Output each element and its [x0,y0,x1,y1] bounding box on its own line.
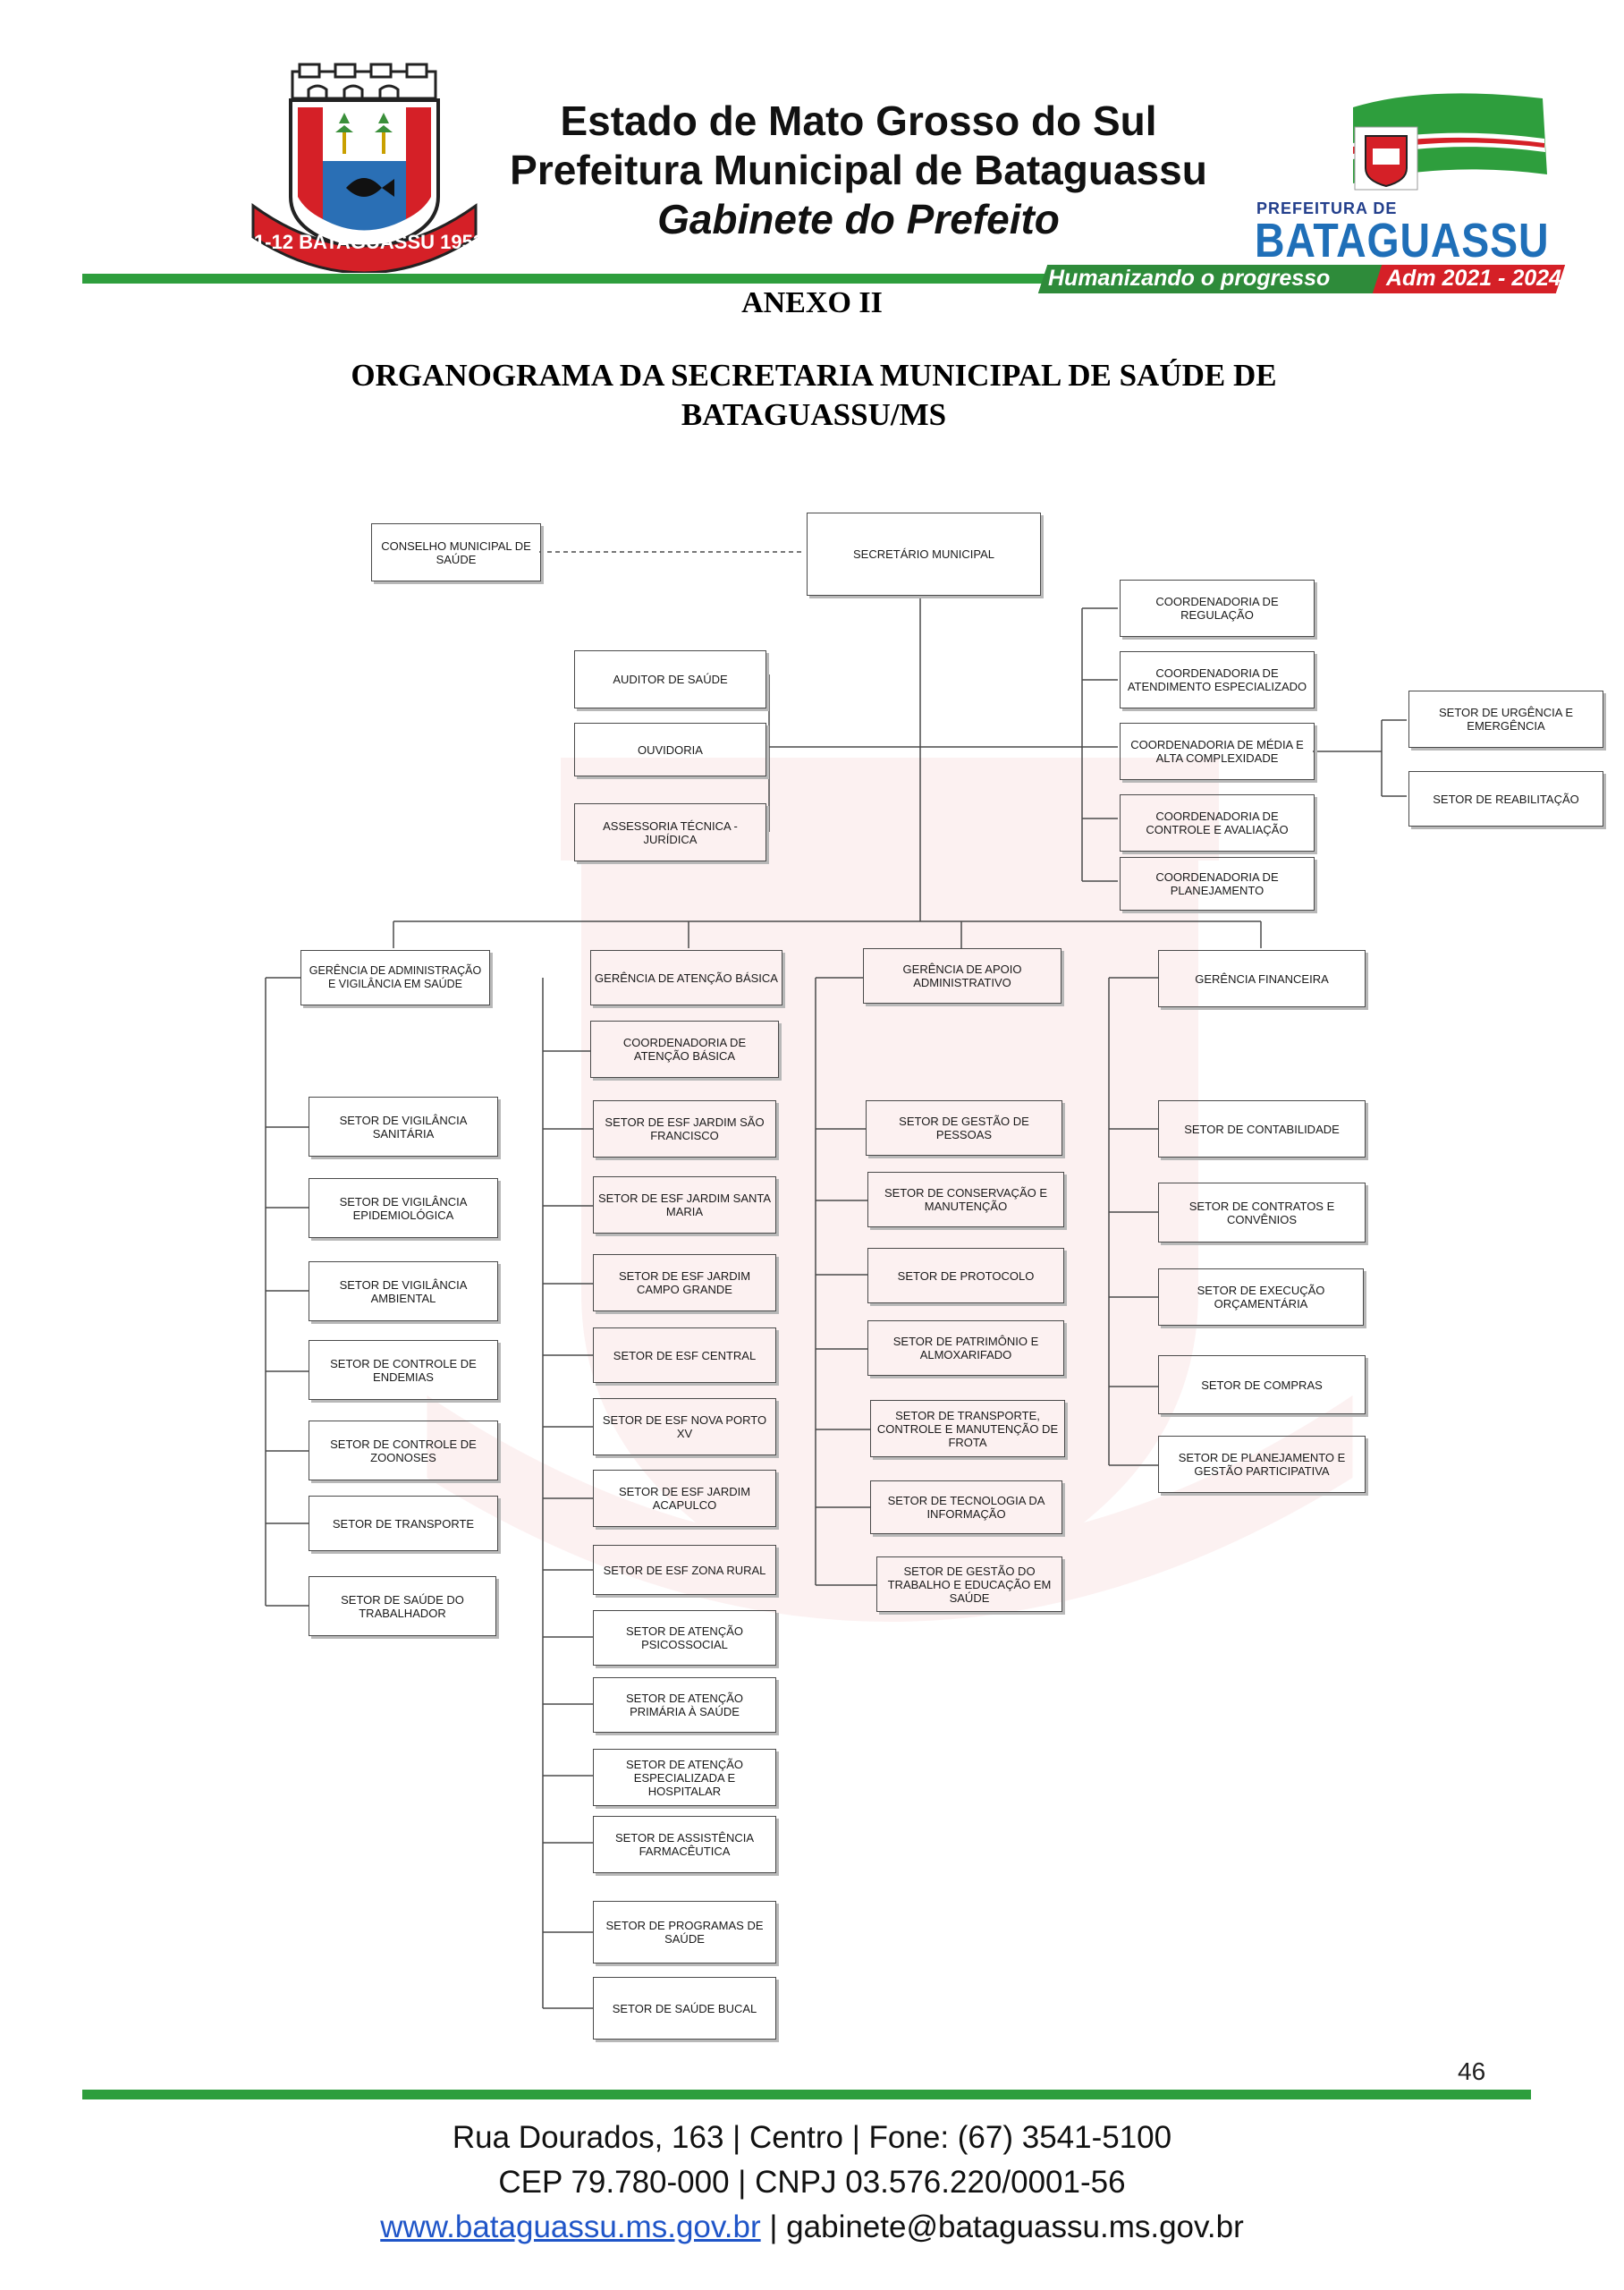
node-setor-zoonoses: SETOR DE CONTROLE DE ZOONOSES [309,1421,498,1480]
header-divider [82,274,1053,284]
slogan-text: Humanizando o progresso [1048,266,1331,291]
node-esf-zona-rural: SETOR DE ESF ZONA RURAL [593,1545,776,1595]
node-setor-transporte: SETOR DE TRANSPORTE [309,1496,498,1551]
node-assistencia-farmaceutica: SETOR DE ASSISTÊNCIA FARMACÊUTICA [593,1816,776,1873]
footer-cep-cnpj: CEP 79.780-000 | CNPJ 03.576.220/0001-56 [498,2165,1126,2200]
node-ouvidoria: OUVIDORIA [574,723,766,776]
node-setor-vig-sanitaria: SETOR DE VIGILÂNCIA SANITÁRIA [309,1097,498,1157]
node-gerencia-administracao: GERÊNCIA DE ADMINISTRAÇÃO E VIGILÂNCIA E… [300,950,490,1005]
node-gerencia-atencao-basica: GERÊNCIA DE ATENÇÃO BÁSICA [590,950,782,1005]
node-coord-regulacao: COORDENADORIA DE REGULAÇÃO [1120,580,1315,637]
node-secretario: SECRETÁRIO MUNICIPAL [807,513,1041,596]
node-atencao-primaria: SETOR DE ATENÇÃO PRIMÁRIA À SAÚDE [593,1677,776,1733]
node-gerencia-apoio: GERÊNCIA DE APOIO ADMINISTRATIVO [863,948,1062,1004]
node-esf-nova-porto-xv: SETOR DE ESF NOVA PORTO XV [593,1398,776,1455]
header-office: Gabinete do Prefeito [657,196,1060,242]
node-saude-bucal: SETOR DE SAÚDE BUCAL [593,1977,776,2040]
crest-ribbon-text: 11-12 BATAGUASSU 1953 [246,231,483,253]
title-line-1: ORGANOGRAMA DA SECRETARIA MUNICIPAL DE S… [351,358,1277,393]
website-link[interactable]: www.bataguassu.ms.gov.br [380,2209,761,2244]
node-esf-acapulco: SETOR DE ESF JARDIM ACAPULCO [593,1470,776,1527]
node-coord-atendimento: COORDENADORIA DE ATENDIMENTO ESPECIALIZA… [1120,651,1315,708]
node-contabilidade: SETOR DE CONTABILIDADE [1158,1100,1366,1158]
document-title: ORGANOGRAMA DA SECRETARIA MUNICIPAL DE S… [313,356,1315,435]
footer-contact: www.bataguassu.ms.gov.br | gabinete@bata… [0,2209,1624,2245]
footer-email: gabinete@bataguassu.ms.gov.br [786,2209,1244,2244]
footer-address: Rua Dourados, 163 | Centro | Fone: (67) … [452,2120,1172,2155]
node-setor-endemias: SETOR DE CONTROLE DE ENDEMIAS [309,1340,498,1400]
term-text: Adm 2021 - 2024 [1386,266,1561,291]
node-compras: SETOR DE COMPRAS [1158,1355,1366,1414]
node-setor-saude-trabalhador: SETOR DE SAÚDE DO TRABALHADOR [309,1576,496,1636]
logo-prefeitura-text: PREFEITURA DE [1256,199,1398,217]
bataguassu-flag-logo [1353,93,1547,191]
node-protocolo: SETOR DE PROTOCOLO [867,1248,1064,1303]
node-atencao-especializada: SETOR DE ATENÇÃO ESPECIALIZADA E HOSPITA… [593,1749,776,1806]
node-esf-sao-francisco: SETOR DE ESF JARDIM SÃO FRANCISCO [593,1100,776,1158]
node-coord-controle: COORDENADORIA DE CONTROLE E AVALIAÇÃO [1120,794,1315,852]
node-planejamento-gestao: SETOR DE PLANEJAMENTO E GESTÃO PARTICIPA… [1158,1436,1366,1493]
node-execucao-orcamentaria: SETOR DE EXECUÇÃO ORÇAMENTÁRIA [1158,1268,1364,1326]
node-gestao-trabalho-educacao: SETOR DE GESTÃO DO TRABALHO E EDUCAÇÃO E… [876,1556,1062,1612]
node-coord-planejamento: COORDENADORIA DE PLANEJAMENTO [1120,857,1315,911]
node-assessoria: ASSESSORIA TÉCNICA - JURÍDICA [574,803,766,861]
node-gerencia-financeira: GERÊNCIA FINANCEIRA [1158,950,1366,1007]
annex-label: ANEXO II [741,286,883,319]
header-prefecture: Prefeitura Municipal de Bataguassu [510,147,1207,193]
node-setor-urgencia: SETOR DE URGÊNCIA E EMERGÊNCIA [1408,691,1603,748]
node-setor-vig-epidemiologica: SETOR DE VIGILÂNCIA EPIDEMIOLÓGICA [309,1178,498,1238]
node-conselho: CONSELHO MUNICIPAL DE SAÚDE [371,523,541,581]
node-transporte-frota: SETOR DE TRANSPORTE, CONTROLE E MANUTENÇ… [870,1400,1065,1457]
node-conservacao-manutencao: SETOR DE CONSERVAÇÃO E MANUTENÇÃO [867,1172,1064,1227]
node-patrimonio-almoxarifado: SETOR DE PATRIMÔNIO E ALMOXARIFADO [867,1320,1064,1376]
node-setor-vig-ambiental: SETOR DE VIGILÂNCIA AMBIENTAL [309,1261,498,1321]
node-esf-central: SETOR DE ESF CENTRAL [593,1327,776,1383]
node-esf-santa-maria: SETOR DE ESF JARDIM SANTA MARIA [593,1176,776,1234]
node-esf-campo-grande: SETOR DE ESF JARDIM CAMPO GRANDE [593,1254,776,1311]
municipal-crest-logo: 11-12 BATAGUASSU 1953 [246,63,483,273]
footer-divider [82,2090,1531,2099]
node-auditor: AUDITOR DE SAÚDE [574,650,766,708]
watermark-crest [427,758,1353,1622]
node-coord-media-alta: COORDENADORIA DE MÉDIA E ALTA COMPLEXIDA… [1120,723,1315,780]
node-contratos-convenios: SETOR DE CONTRATOS E CONVÊNIOS [1158,1183,1366,1243]
node-tecnologia-informacao: SETOR DE TECNOLOGIA DA INFORMAÇÃO [870,1480,1062,1534]
footer-separator: | [760,2209,787,2244]
node-atencao-psicossocial: SETOR DE ATENÇÃO PSICOSSOCIAL [593,1610,776,1666]
logo-city-text: BATAGUASSU [1255,214,1550,267]
page-number: 46 [1458,2057,1486,2085]
node-setor-reabilitacao: SETOR DE REABILITAÇÃO [1408,771,1603,827]
node-gestao-pessoas: SETOR DE GESTÃO DE PESSOAS [866,1100,1062,1156]
header-state: Estado de Mato Grosso do Sul [560,98,1157,144]
title-line-2: BATAGUASSU/MS [681,397,947,432]
node-coord-atencao-basica: COORDENADORIA DE ATENÇÃO BÁSICA [590,1021,779,1078]
node-programas-saude: SETOR DE PROGRAMAS DE SAÚDE [593,1901,776,1963]
